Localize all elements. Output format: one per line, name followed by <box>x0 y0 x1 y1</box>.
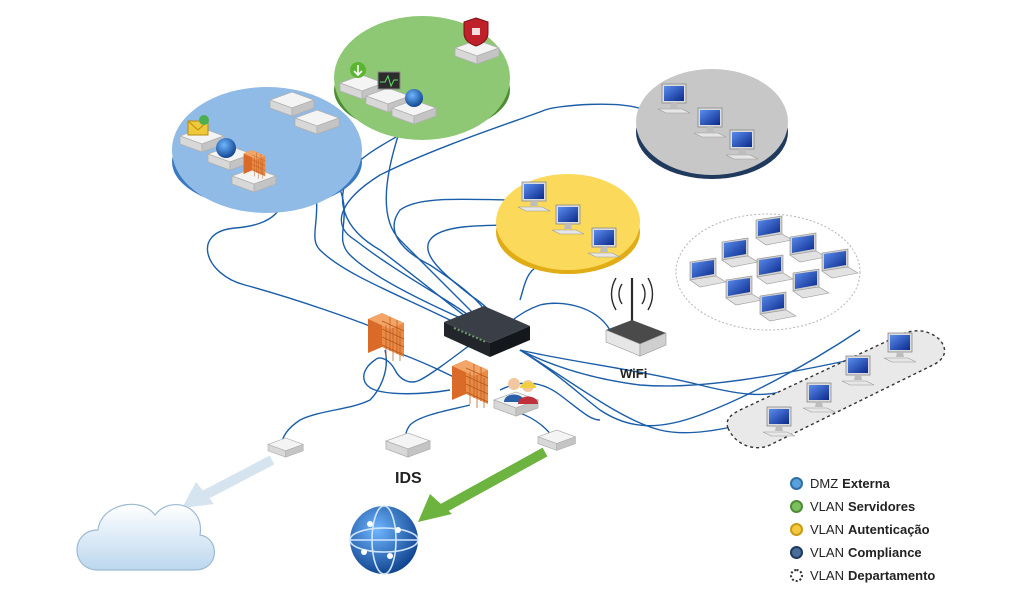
legend-name: Departamento <box>847 568 936 583</box>
core-switch <box>444 306 530 357</box>
globe-icon <box>216 138 236 158</box>
legend-name: Servidores <box>847 499 916 514</box>
cloud-arrow <box>182 455 275 508</box>
shield-icon <box>463 17 489 47</box>
users-server <box>493 378 539 417</box>
legend-prefix: DMZ <box>810 476 839 491</box>
legend-name: Externa <box>842 476 890 491</box>
legend-name: Compliance <box>847 545 922 560</box>
legend-prefix: VLAN <box>810 545 844 560</box>
cloud-icon <box>76 503 215 571</box>
ids-server <box>385 432 431 458</box>
vlan-departamento-zone <box>726 330 946 449</box>
monitor-icon <box>377 71 401 90</box>
laptop-cluster <box>675 213 861 331</box>
wifi-router <box>605 277 667 357</box>
legend-swatch <box>790 477 803 490</box>
dmz-externa-zone <box>172 87 362 213</box>
ids-label: IDS <box>395 470 422 487</box>
firewall-icon <box>451 359 489 409</box>
legend-swatch <box>790 500 803 513</box>
mail-icon <box>187 115 209 136</box>
internet-globe-icon <box>349 505 419 575</box>
legend-prefix: VLAN <box>810 568 844 583</box>
legend-swatch <box>790 569 803 582</box>
vlan-servidores-zone <box>334 16 510 140</box>
legend-prefix: VLAN <box>810 522 844 537</box>
vlan-autenticacao-zone <box>496 174 640 274</box>
cloud-gateway <box>267 437 304 458</box>
wifi-label: WiFi <box>620 366 648 381</box>
legend-name: Autenticação <box>847 522 930 537</box>
internet-gateway <box>537 429 576 451</box>
legend-prefix: VLAN <box>810 499 844 514</box>
internet-arrow <box>418 447 548 522</box>
legend-swatch <box>790 523 803 536</box>
legend-swatch <box>790 546 803 559</box>
globe-icon <box>405 89 423 107</box>
vlan-compliance-zone <box>636 69 788 179</box>
firewall-icon <box>367 312 405 362</box>
